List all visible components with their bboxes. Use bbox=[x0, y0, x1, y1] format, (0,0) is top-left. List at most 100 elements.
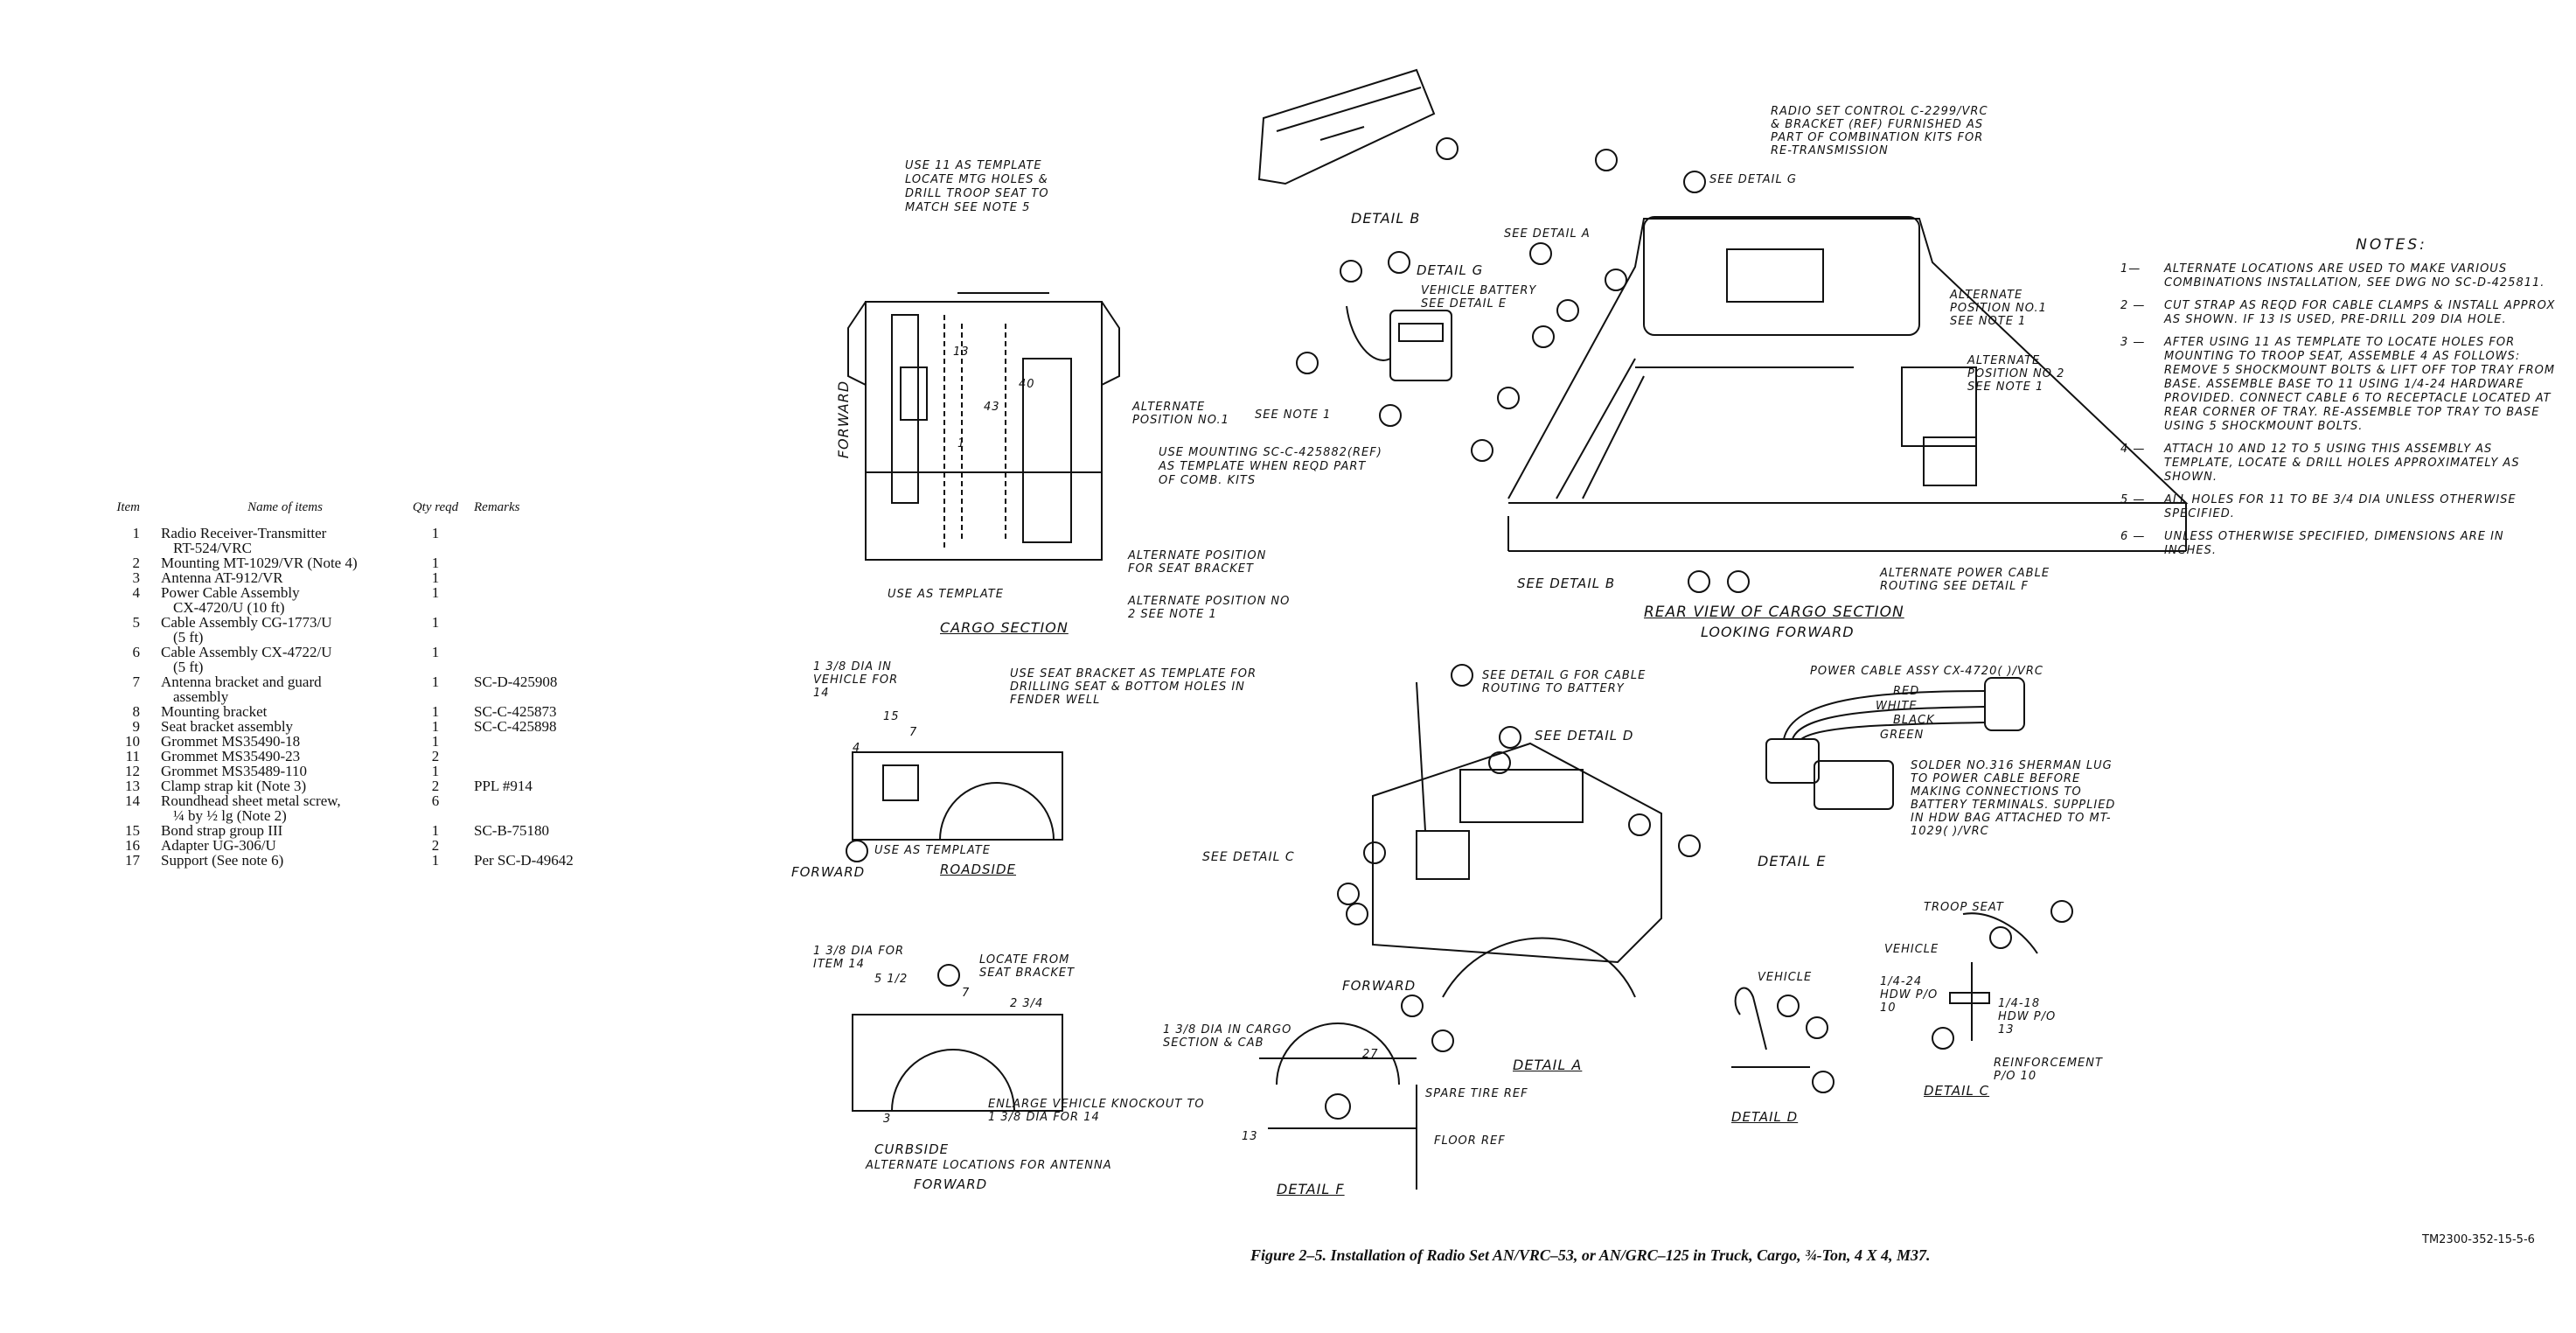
curbside-view bbox=[852, 964, 1063, 1112]
label-looking-forward: LOOKING FORWARD bbox=[1701, 624, 1855, 640]
item-name: Cable Assembly CG-1773/U bbox=[161, 614, 332, 631]
item-qty: 1 bbox=[431, 584, 440, 601]
item-name-continuation: CX-4720/U (10 ft) bbox=[173, 599, 285, 616]
label-alt-power-cable: ALTERNATE POWER CABLE ROUTING SEE DETAIL… bbox=[1880, 567, 2050, 593]
label-see-detail-a: SEE DETAIL A bbox=[1504, 227, 1591, 241]
label-dia-item-14: 1 3/8 DIA FOR ITEM 14 bbox=[813, 945, 905, 971]
item-number: 4 bbox=[132, 584, 141, 601]
label-use-11-template: USE 11 AS TEMPLATE LOCATE MTG HOLES & DR… bbox=[905, 159, 1049, 214]
label-alt-position-2: ALTERNATE POSITION NO 2 SEE NOTE 1 bbox=[1128, 595, 1291, 621]
label-forward-vertical: FORWARD bbox=[835, 380, 853, 459]
item-name: Bond strap group III bbox=[161, 822, 283, 839]
label-hdw-18: 1/4-18 HDW P/O 13 bbox=[1998, 997, 2057, 1036]
detail-b-view bbox=[1257, 68, 1459, 185]
label-dia-vehicle: 1 3/8 DIA IN VEHICLE FOR 14 bbox=[813, 660, 899, 700]
item-name-cell: Mounting bracket bbox=[161, 704, 409, 719]
label-radio-set-control: RADIO SET CONTROL C-2299/VRC & BRACKET (… bbox=[1771, 105, 1988, 157]
item-remarks: SC-C-425898 bbox=[474, 718, 557, 735]
item-name-continuation: assembly bbox=[173, 688, 229, 705]
item-name-cell: Adapter UG-306/U bbox=[161, 838, 409, 853]
item-name-continuation: (5 ft) bbox=[173, 659, 204, 675]
item-number: 2 bbox=[132, 555, 141, 571]
label-vehicle-c: VEHICLE bbox=[1884, 943, 1939, 956]
item-remarks: SC-B-75180 bbox=[474, 822, 549, 839]
item-name-cell: Seat bracket assembly bbox=[161, 719, 409, 734]
label-power-cable-assy: POWER CABLE ASSY CX-4720( )/VRC bbox=[1810, 665, 2044, 678]
item-name-continuation: RT-524/VRC bbox=[173, 540, 252, 556]
detail-f-view bbox=[1259, 1022, 1417, 1190]
label-see-detail-b: SEE DETAIL B bbox=[1517, 576, 1616, 591]
label-alt-position-1: ALTERNATE POSITION NO.1 bbox=[1132, 401, 1229, 427]
label-detail-a: DETAIL A bbox=[1513, 1057, 1583, 1073]
dim-2-three-quarter: 2 3/4 bbox=[1010, 997, 1044, 1010]
note-item: 1—ALTERNATE LOCATIONS ARE USED TO MAKE V… bbox=[2120, 262, 2558, 290]
note-text: UNLESS OTHERWISE SPECIFIED, DIMENSIONS A… bbox=[2164, 530, 2504, 557]
item-name: Clamp strap kit (Note 3) bbox=[161, 778, 307, 794]
item-name-cell: Clamp strap kit (Note 3) bbox=[161, 778, 409, 793]
note-number: 6 — bbox=[2120, 530, 2146, 543]
label-floor-ref: FLOOR REF bbox=[1434, 1134, 1506, 1148]
item-number: 15 bbox=[125, 822, 140, 839]
label-see-note-1: SEE NOTE 1 bbox=[1255, 408, 1332, 422]
detail-d-view bbox=[1731, 987, 1835, 1093]
dim-4: 4 bbox=[853, 742, 861, 755]
item-name: Seat bracket assembly bbox=[161, 718, 294, 735]
note-text: CUT STRAP AS REQD FOR CABLE CLAMPS & INS… bbox=[2164, 299, 2556, 326]
item-name-cell: Grommet MS35490-18 bbox=[161, 734, 409, 749]
dim-5-half: 5 1/2 bbox=[874, 973, 909, 986]
item-remarks: Per SC-D-49642 bbox=[474, 852, 574, 869]
item-name: Power Cable Assembly bbox=[161, 584, 300, 601]
label-black: BLACK bbox=[1893, 714, 1935, 727]
item-name: Roundhead sheet metal screw, bbox=[161, 792, 341, 809]
label-forward-curbside: FORWARD bbox=[914, 1176, 988, 1192]
item-qty: 2 bbox=[431, 837, 440, 854]
label-alt-position-2-rear: ALTERNATE POSITION NO 2 SEE NOTE 1 bbox=[1967, 354, 2065, 394]
item-name-cell: Cable Assembly CG-1773/U(5 ft) bbox=[161, 615, 409, 645]
item-name: Mounting bracket bbox=[161, 703, 268, 720]
label-forward-roadside: FORWARD bbox=[791, 864, 866, 880]
label-see-detail-g: SEE DETAIL G bbox=[1709, 173, 1797, 186]
item-qty: 1 bbox=[431, 525, 440, 541]
label-detail-f: DETAIL F bbox=[1277, 1181, 1345, 1197]
item-qty: 1 bbox=[431, 733, 440, 750]
label-reinforcement: REINFORCEMENT P/O 10 bbox=[1994, 1057, 2103, 1083]
item-name: Grommet MS35490-18 bbox=[161, 733, 301, 750]
item-name-cell: Support (See note 6) bbox=[161, 853, 409, 868]
item-name-cell: Grommet MS35489-110 bbox=[161, 764, 409, 778]
item-number: 8 bbox=[132, 703, 141, 720]
label-forward-detail-a: FORWARD bbox=[1342, 978, 1417, 994]
item-number: 11 bbox=[125, 748, 140, 764]
roadside-view bbox=[846, 751, 1063, 862]
figure-caption: Figure 2–5. Installation of Radio Set AN… bbox=[1250, 1246, 1931, 1264]
item-qty: 1 bbox=[431, 673, 440, 690]
label-see-detail-g-cable: SEE DETAIL G FOR CABLE ROUTING TO BATTER… bbox=[1482, 669, 1647, 695]
label-detail-b: DETAIL B bbox=[1351, 210, 1421, 227]
label-red: RED bbox=[1893, 685, 1920, 698]
item-name: Grommet MS35489-110 bbox=[161, 763, 308, 779]
item-qty: 1 bbox=[431, 718, 440, 735]
item-qty: 1 bbox=[431, 763, 440, 779]
item-name: Antenna AT-912/VR bbox=[161, 569, 283, 586]
item-name: Adapter UG-306/U bbox=[161, 837, 276, 854]
note-text: AFTER USING 11 AS TEMPLATE TO LOCATE HOL… bbox=[2164, 336, 2556, 433]
cargo-section-view bbox=[847, 292, 1120, 561]
item-qty: 1 bbox=[431, 644, 440, 660]
label-alt-seat-bracket: ALTERNATE POSITION FOR SEAT BRACKET bbox=[1128, 549, 1267, 576]
item-number: 16 bbox=[125, 837, 140, 854]
note-text: ALL HOLES FOR 11 TO BE 3/4 DIA UNLESS OT… bbox=[2164, 493, 2517, 520]
label-use-mounting: USE MOUNTING SC-C-425882(REF) AS TEMPLAT… bbox=[1159, 446, 1382, 487]
label-see-detail-c: SEE DETAIL C bbox=[1202, 850, 1295, 864]
dim-7-b: 7 bbox=[962, 987, 971, 1000]
